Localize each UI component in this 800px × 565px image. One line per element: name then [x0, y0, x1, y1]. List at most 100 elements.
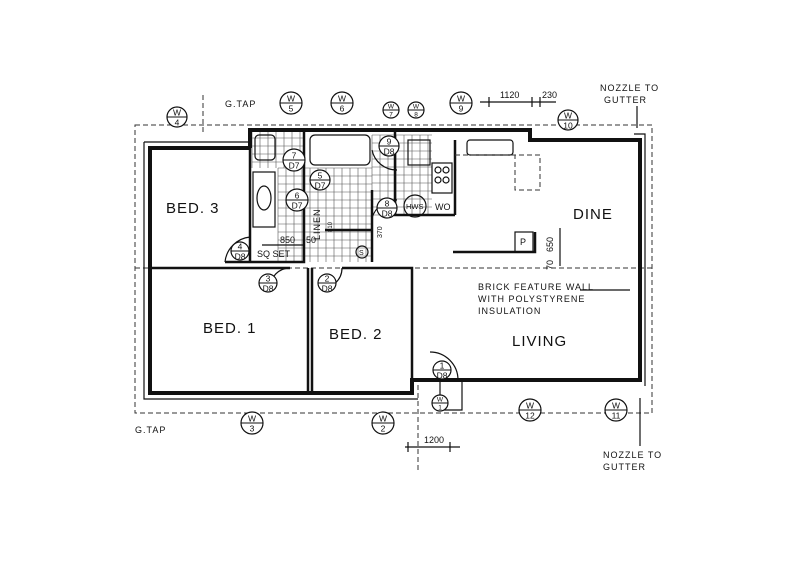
window-tag-5: W5 — [279, 91, 303, 115]
kitchen-sink — [466, 139, 514, 156]
dim-650: 650 — [545, 237, 555, 252]
window-tag-1: W1 — [431, 394, 449, 412]
tag-top: W — [248, 414, 256, 424]
wo-label: WO — [435, 202, 451, 212]
door-tag-8: 8D8 — [376, 197, 398, 219]
tag-top: 7 — [292, 151, 297, 161]
tag-top: 6 — [295, 191, 300, 201]
tag-top: W — [612, 401, 620, 411]
tag-bottom: 12 — [525, 411, 535, 421]
door-tag-2: 2D8 — [317, 273, 337, 294]
linen-label: LINEN — [312, 208, 322, 240]
room-label-bed3: BED. 3 — [166, 200, 220, 217]
toilet — [254, 134, 276, 161]
window-tag-9: W9 — [449, 91, 473, 115]
tag-bottom: D8 — [382, 209, 393, 219]
note-line: WITH POLYSTYRENE — [478, 294, 585, 304]
nozzle-bottom-label: NOZZLE TO — [603, 450, 662, 460]
room-label-living: LIVING — [512, 333, 567, 350]
dim-1200: 1200 — [424, 435, 444, 445]
dim-70: 70 — [545, 260, 555, 270]
tiled-wet-area — [251, 129, 432, 262]
sq-set-label: SQ SET — [257, 249, 291, 259]
tag-bottom: 9 — [459, 104, 464, 114]
door-tag-4: 4D8 — [230, 241, 250, 262]
feature-wall-note: BRICK FEATURE WALL WITH POLYSTYRENE INSU… — [478, 282, 630, 316]
tag-top: 4 — [238, 242, 243, 252]
tag-top: W — [173, 108, 181, 118]
dim-230: 230 — [542, 90, 557, 100]
cooktop — [431, 162, 453, 194]
tag-top: W — [379, 414, 387, 424]
door-tag-3: 3D8 — [258, 273, 278, 294]
smoke-detector-icon — [355, 245, 369, 259]
window-tag-11: W11 — [604, 398, 628, 422]
dimensions: 1120 230 1200 850 50 70 650 370 810 — [262, 90, 561, 452]
dim-370: 370 — [377, 226, 384, 238]
tag-top: W — [413, 104, 420, 111]
room-label-dine: DINE — [573, 206, 613, 223]
tag-bottom: 10 — [563, 121, 573, 131]
tag-bottom: D8 — [384, 147, 395, 157]
door-tag-6: 6D7 — [285, 188, 309, 212]
tag-top: W — [437, 397, 444, 404]
tag-bottom: D8 — [263, 284, 274, 294]
note-line: BRICK FEATURE WALL — [478, 282, 594, 292]
vanity — [252, 171, 276, 228]
tag-bottom: D8 — [235, 252, 246, 262]
hws-label: HWS — [406, 202, 424, 211]
tag-bottom: 7 — [389, 112, 393, 119]
gtap-top-label: G.TAP — [225, 99, 256, 109]
tag-bottom: 11 — [612, 411, 621, 421]
door-tag-5: 5D7 — [309, 169, 331, 191]
window-tag-8: W8 — [407, 101, 425, 119]
dim-1120: 1120 — [500, 90, 519, 100]
tag-top: W — [457, 94, 465, 104]
hot-water-system — [403, 194, 427, 218]
tag-top: 9 — [387, 137, 392, 147]
window-tag-2: W2 — [371, 411, 395, 435]
door-tag-1: 1D8 — [432, 360, 452, 381]
tag-top: W — [338, 94, 346, 104]
tag-top: W — [526, 401, 534, 411]
door-tag-7: 7D7 — [282, 148, 306, 172]
tag-top: W — [388, 104, 395, 111]
nozzle-bottom-label-2: GUTTER — [603, 462, 646, 472]
tag-top: 5 — [318, 171, 323, 181]
door-swings — [224, 149, 459, 381]
window-tag-4: W4 — [166, 106, 188, 128]
fixtures — [252, 134, 541, 411]
tag-top: 2 — [325, 274, 330, 284]
dim-50: 50 — [306, 235, 316, 245]
tag-top: 1 — [440, 361, 445, 371]
tag-top: W — [564, 111, 572, 121]
tag-bottom: D7 — [292, 201, 303, 211]
external-walls — [143, 128, 646, 400]
tag-top: W — [287, 94, 295, 104]
dim-850: 850 — [280, 235, 295, 245]
tag-bottom: 5 — [289, 104, 294, 114]
tag-bottom: D8 — [437, 371, 448, 381]
gtap-bottom-label: G.TAP — [135, 425, 166, 435]
tag-bottom: D7 — [289, 161, 300, 171]
tag-bottom: 3 — [250, 424, 255, 434]
smoke-label: S — [359, 250, 364, 257]
tag-top: 8 — [385, 199, 390, 209]
pantry-label: P — [520, 237, 526, 247]
bath — [309, 134, 371, 166]
dim-810: 810 — [328, 221, 334, 232]
tag-bottom: 1 — [438, 405, 442, 412]
nozzle-top-label: NOZZLE TO — [600, 83, 659, 93]
nozzle-top-label-2: GUTTER — [604, 95, 647, 105]
tag-top: 3 — [266, 274, 271, 284]
window-tag-10: W10 — [557, 109, 579, 131]
tag-bottom: 6 — [340, 104, 345, 114]
tag-bottom: 4 — [175, 118, 180, 128]
room-label-bed1: BED. 1 — [203, 320, 257, 337]
tag-bottom: 8 — [414, 112, 418, 119]
internal-walls — [150, 130, 457, 393]
tag-bottom: D7 — [315, 181, 326, 191]
